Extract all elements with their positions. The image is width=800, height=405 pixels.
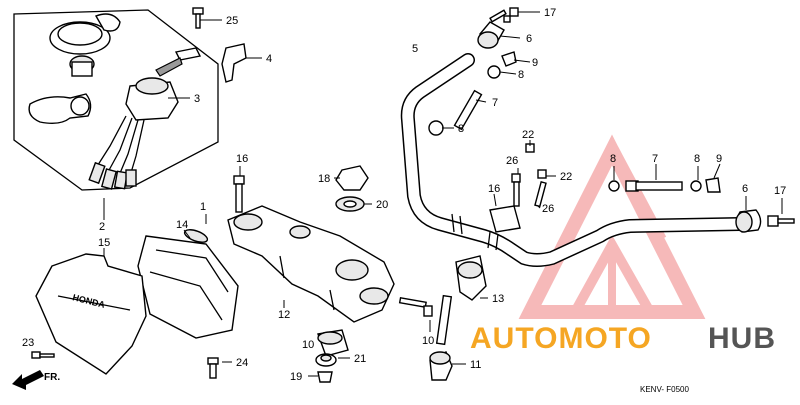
leaders-left (103, 19, 262, 220)
callout-24: 23 (22, 337, 34, 349)
direction-label: FR. (44, 372, 60, 383)
callout-8-far: 8 (694, 153, 700, 165)
callout-20: 20 (376, 199, 388, 211)
callout-19: 19 (290, 371, 302, 383)
top-bridge (227, 205, 395, 323)
callout-11: 12 (278, 309, 290, 321)
callout-22-top: 22 (522, 129, 534, 141)
leaders-holder (493, 140, 556, 209)
leaders-10-21-19 (308, 357, 350, 377)
callout-25: 24 (236, 357, 248, 369)
callout-12: 13 (492, 293, 504, 305)
callout-15: 15 (98, 237, 110, 249)
bolt-25 (207, 357, 219, 379)
cap-10-right (429, 351, 453, 381)
callout-17-right: 17 (774, 185, 786, 197)
watermark-part1: AUTOMOTO (470, 322, 652, 355)
cap-18-washer-20 (335, 165, 369, 212)
callout-1: 1 (200, 201, 206, 213)
diagram-code: KENV- F0500 (640, 385, 689, 394)
callout-26-top: 26 (506, 155, 518, 167)
callout-17-top: 17 (544, 7, 556, 19)
callout-13: 16 (488, 183, 500, 195)
leaders-right-top (442, 11, 540, 129)
callout-8-right: 8 (610, 153, 616, 165)
handlebar (400, 53, 747, 267)
callout-9-top: 9 (532, 57, 538, 69)
cap-10-21-19 (315, 329, 349, 383)
bolt-16-upper (233, 175, 245, 213)
callout-labels: 25 4 3 2 5 17 6 9 8 7 8 22 26 22 16 26 8… (22, 7, 786, 383)
watermark-wordmark: AUTOMOTO HUB (470, 322, 776, 355)
callout-21: 21 (354, 353, 366, 365)
steering-stem (435, 255, 487, 346)
leaders-right-side (613, 163, 783, 214)
ignition-switch-panel (13, 9, 247, 191)
callout-14: 14 (176, 219, 188, 231)
forward-arrow-icon (12, 370, 44, 390)
front-cover (35, 253, 147, 375)
accessory-bracket (137, 229, 239, 339)
callout-6-right: 6 (742, 183, 748, 195)
leaders-14-1 (183, 214, 207, 239)
callout-22-side: 22 (560, 171, 572, 183)
callout-7-top: 7 (492, 97, 498, 109)
callout-8-mid: 8 (458, 123, 464, 135)
callout-8-top: 8 (518, 69, 524, 81)
bolt-24 (31, 351, 55, 359)
callout-7-right: 7 (652, 153, 658, 165)
callout-16-upper: 16 (236, 153, 248, 165)
callout-16-lower: 10 (422, 335, 434, 347)
bar-end-parts-right (608, 177, 795, 233)
callout-26-side: 26 (542, 203, 554, 215)
callout-4: 4 (266, 53, 272, 65)
leaders-18-20 (334, 177, 372, 205)
callout-6-top: 6 (526, 33, 532, 45)
handlebar-holder-parts (489, 143, 547, 233)
bolt-16-lower (398, 296, 433, 317)
callout-9-right: 9 (716, 153, 722, 165)
callout-5: 5 (412, 43, 418, 55)
callout-10-mid: 10 (302, 339, 314, 351)
callout-2: 2 (99, 221, 105, 233)
bolt-23 (192, 7, 204, 29)
callout-18: 18 (318, 173, 330, 185)
watermark-part2: HUB (708, 322, 776, 355)
callout-3: 3 (194, 93, 200, 105)
callout-23: 25 (226, 15, 238, 27)
callout-10-right: 11 (470, 359, 481, 371)
